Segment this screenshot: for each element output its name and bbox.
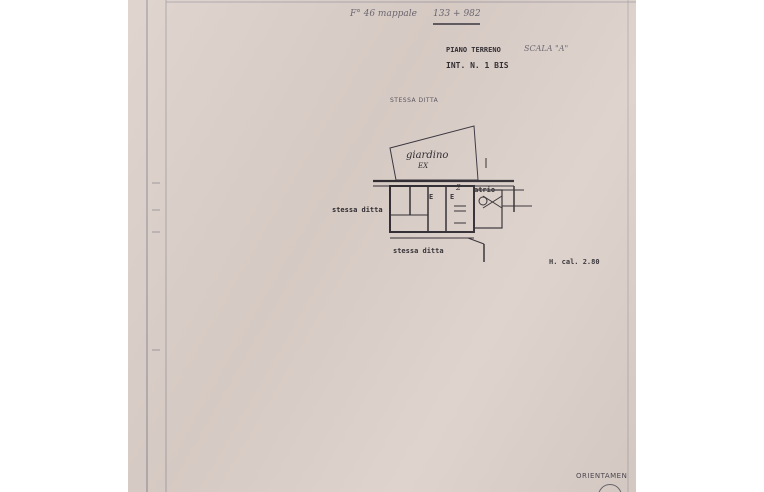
stair-label: SCALA "A" — [524, 44, 569, 53]
floor-title: PIANO TERRENO — [446, 46, 501, 54]
parcel-numbers: 133 + 982 — [433, 9, 481, 19]
garden-label: giardino — [406, 150, 449, 161]
atrio-label: atrio — [474, 186, 496, 194]
atrio-symbol — [478, 196, 488, 206]
room-b-number: 2 — [456, 183, 462, 192]
building-walls — [373, 158, 532, 262]
sheet-ref: F° 46 mappale — [350, 9, 417, 19]
entrance-arrows — [454, 205, 466, 224]
margin-ticks — [152, 182, 160, 351]
garden-mark: EX — [418, 162, 429, 170]
owner-note: STESSA DITTA — [390, 97, 439, 104]
interno-label: INT. N. 1 BIS — [446, 61, 509, 70]
neighbor-bottom-label: stessa ditta — [393, 247, 444, 255]
document-sheet: F° 46 mappale 133 + 982 PIANO TERRENO SC… — [128, 0, 636, 492]
floor-plan-drawing — [146, 0, 636, 492]
neighbor-left-label: stessa ditta — [332, 206, 383, 214]
height-label: H. cal. 2.80 — [549, 258, 600, 266]
orientation-label: ORIENTAMEN — [576, 472, 628, 480]
room-a-label: E — [429, 193, 434, 201]
room-b-label: E — [450, 193, 455, 201]
